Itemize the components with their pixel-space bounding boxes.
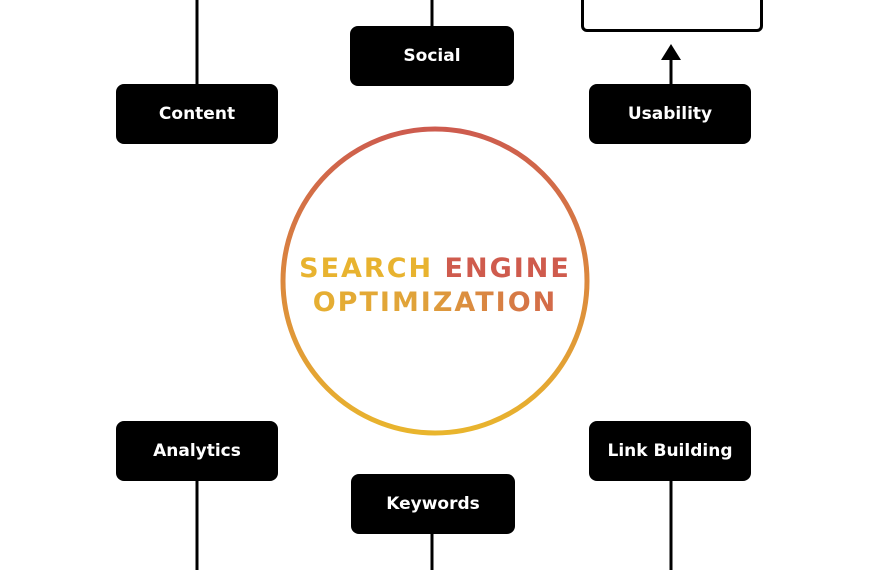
center-title-line-1: SEARCH ENGINE xyxy=(282,252,588,286)
node-link-building: Link Building xyxy=(589,421,751,481)
center-word-engine: ENGINE xyxy=(444,253,571,284)
center-word-search: SEARCH xyxy=(299,253,434,284)
node-analytics: Analytics xyxy=(116,421,278,481)
empty-box xyxy=(581,0,763,32)
node-social-label: Social xyxy=(403,46,461,66)
node-usability-label: Usability xyxy=(627,104,713,124)
node-usability: Usability xyxy=(589,84,751,144)
center-word-optimization: OPTIMIZATION xyxy=(312,287,558,318)
node-content-label: Content xyxy=(158,104,236,124)
node-social: Social xyxy=(350,26,514,86)
node-keywords-label: Keywords xyxy=(386,494,480,514)
node-analytics-label: Analytics xyxy=(153,441,241,461)
node-link-building-label: Link Building xyxy=(607,441,733,461)
center-ring xyxy=(280,126,590,436)
node-content: Content xyxy=(116,84,278,144)
center-title: SEARCH ENGINE OPTIMIZATION xyxy=(282,252,588,320)
node-keywords: Keywords xyxy=(351,474,515,534)
arrow-up-icon xyxy=(661,44,681,60)
center-title-line-2: OPTIMIZATION xyxy=(282,286,588,320)
